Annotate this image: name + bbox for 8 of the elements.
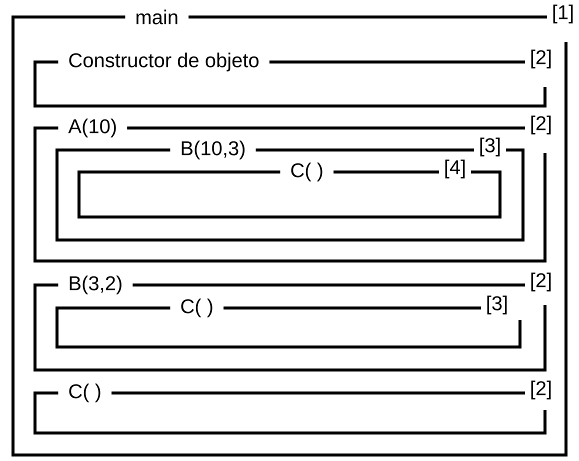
level-number: [2]	[528, 114, 554, 136]
level-number: [3]	[478, 136, 502, 158]
level-number: [2]	[528, 48, 554, 70]
level-number: [2]	[528, 380, 554, 400]
level-number: [1]	[550, 4, 576, 24]
level-number: [3]	[484, 294, 510, 316]
level-number: [4]	[442, 158, 468, 180]
level-number: [2]	[528, 272, 554, 292]
